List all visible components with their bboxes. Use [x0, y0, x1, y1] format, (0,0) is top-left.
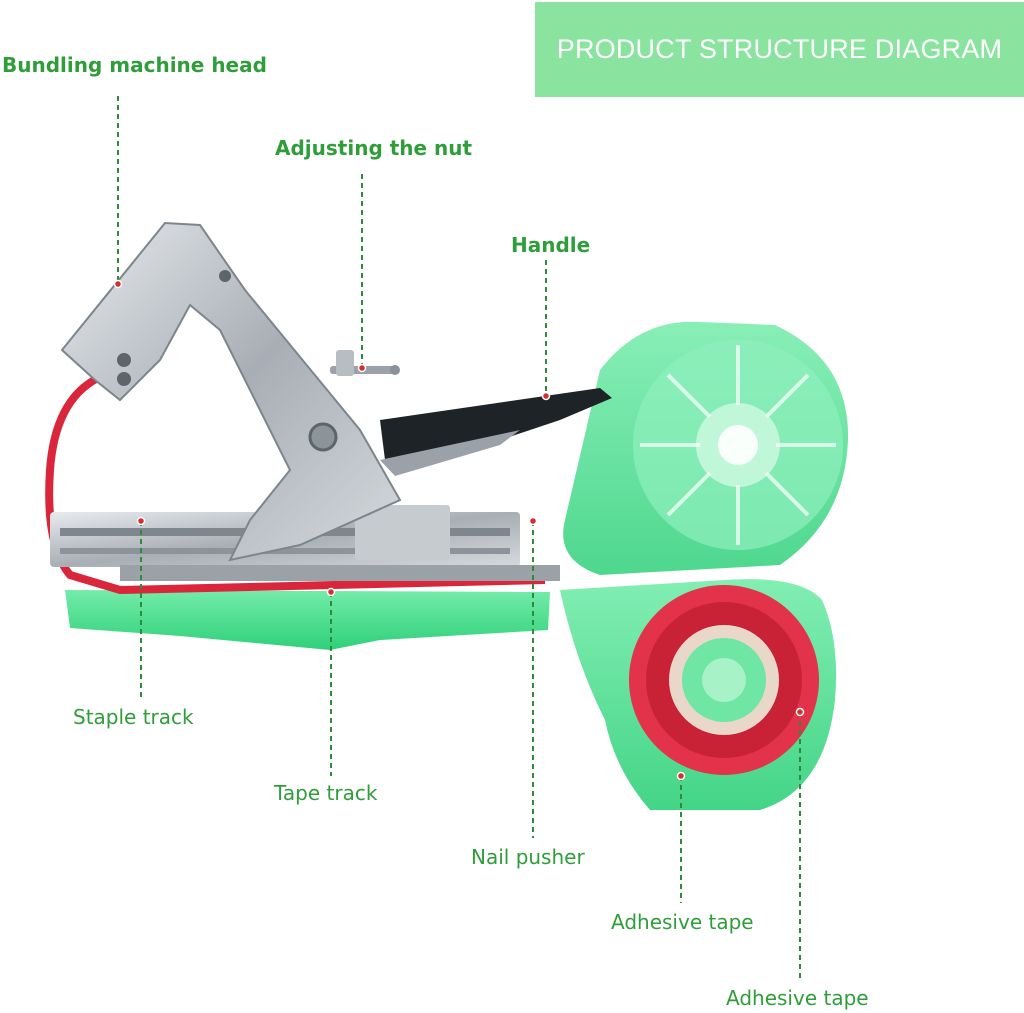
title-banner: PRODUCT STRUCTURE DIAGRAM [535, 2, 1024, 97]
tape-track-base [65, 590, 550, 650]
label-nail-pusher: Nail pusher [471, 845, 585, 869]
label-tape-track: Tape track [274, 781, 378, 805]
label-adjusting-nut: Adjusting the nut [275, 136, 473, 160]
banner-title: PRODUCT STRUCTURE DIAGRAM [556, 34, 1003, 64]
machine-body-metal [60, 221, 402, 562]
leader-lines [117, 96, 801, 978]
adjusting-nut [330, 350, 400, 376]
label-staple-track: Staple track [73, 705, 194, 729]
anchor-dots [113, 279, 805, 781]
reel-housing-bottom [560, 579, 837, 810]
label-adhesive-tape-1: Adhesive tape [611, 910, 754, 934]
label-bundling-machine-head: Bundling machine head [2, 53, 267, 77]
reel-housing-top [563, 321, 849, 575]
label-adhesive-tape-2: Adhesive tape [726, 986, 869, 1010]
label-handle: Handle [511, 233, 591, 257]
